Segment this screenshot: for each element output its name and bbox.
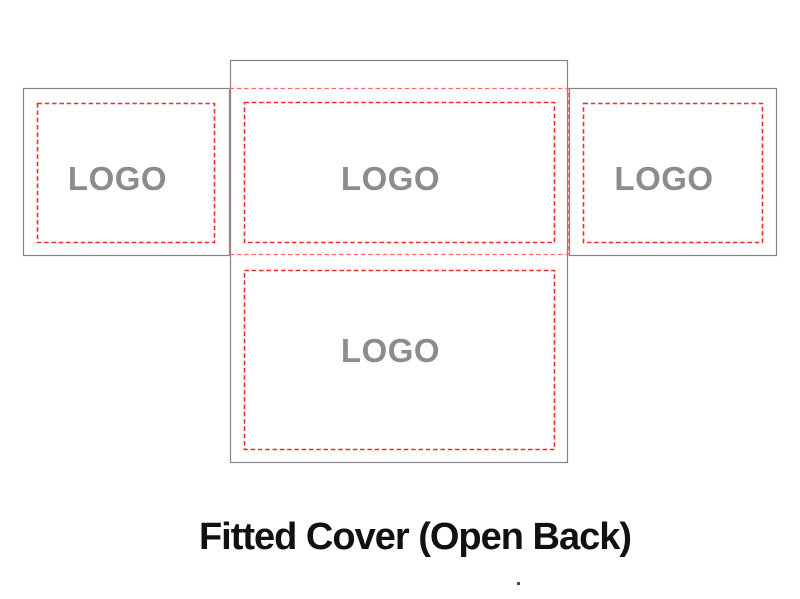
right-flap-outline xyxy=(568,87,778,257)
print-area-right-flap xyxy=(582,102,764,244)
diagram-title: Fitted Cover (Open Back) xyxy=(198,515,632,558)
print-area-back-top xyxy=(243,101,556,244)
stray-dot xyxy=(517,582,520,585)
print-area-front xyxy=(243,269,556,451)
center-column-outline xyxy=(229,59,569,464)
wrap-zone-dashline xyxy=(228,87,570,256)
left-flap-outline xyxy=(22,87,231,257)
print-area-left-flap xyxy=(36,102,216,244)
